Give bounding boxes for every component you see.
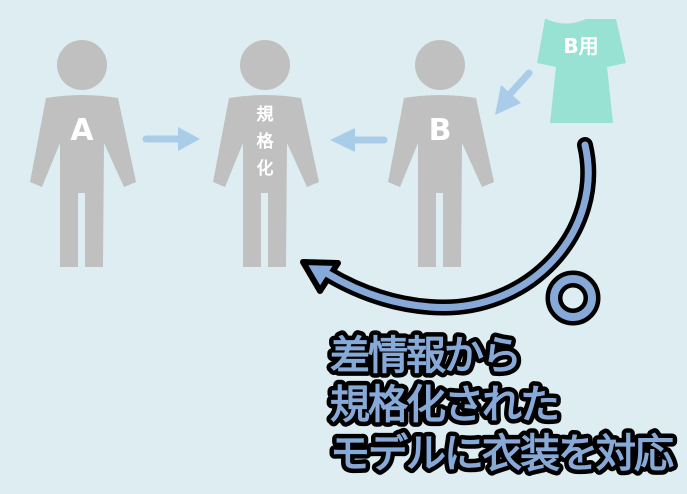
arrow-a-to-standard [142,127,200,151]
caption-line-3: モデルに衣装を対応 [330,431,674,477]
person-b-figure: B [388,40,494,267]
person-a-label: A [70,113,94,148]
person-a-figure: A [30,40,136,267]
standard-label-char-3: 化 [257,158,274,179]
caption-line-2: 規格化された [330,382,558,428]
standard-label-char-1: 規 [257,105,274,125]
arrow-b-to-standard [330,128,388,152]
person-b-label: B [429,113,452,148]
caption-line-1: 差情報から [330,333,520,379]
shirt-label: B用 [563,34,598,58]
caption: 差情報から 規格化された モデルに衣装を対応 [326,329,681,482]
standard-label-char-2: 格 [257,131,275,152]
curved-arrow [300,137,597,316]
arrow-shirt-to-b [495,69,533,115]
standard-person-figure: 規 格 化 [213,40,319,267]
shirt-icon: B用 [537,19,626,123]
circle-mark-icon [545,270,601,326]
